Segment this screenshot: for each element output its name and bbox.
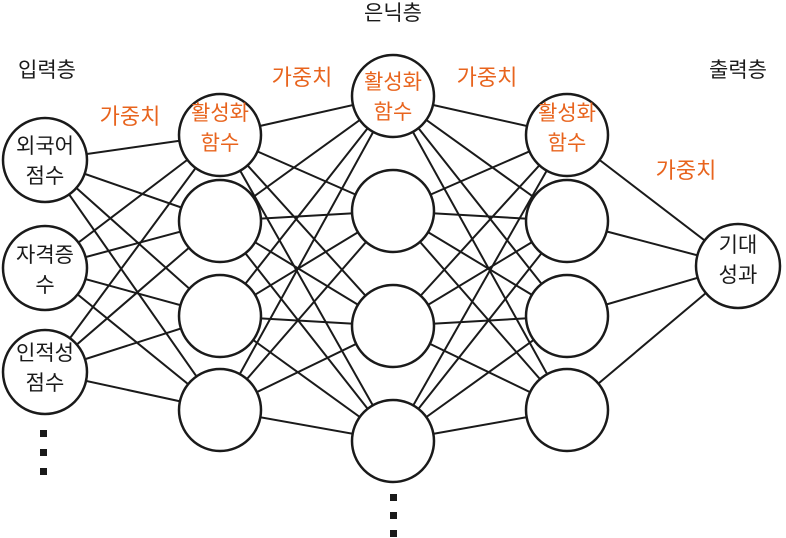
input-node-3 [1,328,89,416]
output-node-line-2: 성과 [719,263,758,287]
connection-lines [44,95,739,442]
hidden1-node-2 [177,178,263,264]
input-node-1-line-1: 외국어 [16,134,74,158]
hidden2-node-3 [350,283,436,369]
connection-line-20 [219,220,394,442]
input-node-1 [1,116,89,204]
connection-line-42 [392,220,568,442]
hidden1-node-1 [177,92,263,178]
connection-line-32 [392,95,568,411]
activation-label-h3-line-1: 활성화 [538,101,596,125]
output-layer-heading: 출력층 [709,58,767,82]
weight-label-1: 가중치 [100,105,161,130]
connection-line-25 [219,95,394,411]
network-nodes [1,53,782,484]
connection-line-9 [44,134,221,373]
hidden3-node-3 [524,273,610,359]
activation-label-h2-line-2: 함수 [374,100,413,124]
connection-line-21 [219,95,394,317]
input-node-3-line-1: 인적성 [16,341,74,365]
hidden1-node-4 [177,367,263,453]
connection-line-4 [44,159,221,411]
input-ellipsis-dot-2 [40,449,47,456]
input-node-3-line-2: 점수 [26,371,65,395]
weight-label-4: 가중치 [656,159,717,184]
input-node-2-line-2: 수 [35,273,54,297]
hidden-ellipsis-dot-3 [390,530,397,537]
hidden-ellipsis-dot-1 [390,494,397,501]
activation-label-h3-line-2: 함수 [548,131,587,155]
input-ellipsis-dot-1 [40,430,47,437]
connection-line-36 [392,210,568,411]
hidden3-node-4 [524,367,610,453]
connection-line-41 [392,134,568,442]
connection-line-15 [219,134,394,327]
hidden1-node-3 [177,273,263,359]
hidden3-node-2 [524,178,610,264]
weight-label-2: 가중치 [272,66,333,91]
connection-line-16 [219,134,394,442]
input-node-2 [1,224,89,312]
output-node [694,222,782,310]
activation-label-h1-line-2: 함수 [201,131,240,155]
hidden2-node-4 [350,398,436,484]
input-node-2-line-1: 자격증 [16,243,74,267]
connection-line-26 [219,210,394,411]
connection-line-31 [392,95,568,317]
activation-label-h1-line-1: 활성화 [191,101,249,125]
output-node-line-1: 기대 [719,233,758,257]
activation-label-h2-line-1: 활성화 [364,70,422,94]
hidden2-node-2 [350,168,436,254]
input-ellipsis-dot-3 [40,468,47,475]
hidden3-node-1 [524,92,610,178]
hidden2-node-1 [350,53,436,139]
weight-label-3: 가중치 [457,66,518,91]
connection-line-37 [392,134,568,327]
input-node-1-line-2: 점수 [26,164,65,188]
hidden-ellipsis-dot-2 [390,512,397,519]
input-layer-heading: 입력층 [18,58,76,82]
hidden-layer-heading: 은닉층 [364,1,422,25]
